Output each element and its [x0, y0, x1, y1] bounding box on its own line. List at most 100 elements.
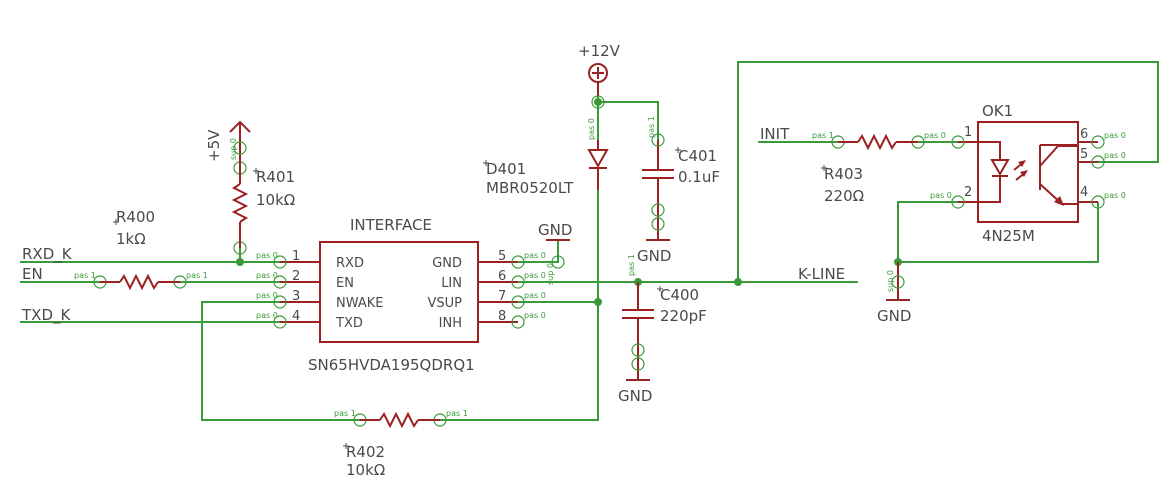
pin-tag: pas 0: [524, 251, 546, 260]
resistor-r401: R401 10kΩ: [231, 140, 295, 255]
ic-part-number: SN65HVDA195QDRQ1: [308, 356, 475, 374]
gnd-ok1-pin: [891, 275, 905, 289]
gnd-c401-label: GND: [637, 247, 671, 265]
d401-value: MBR0520LT: [486, 179, 574, 197]
junction-rxd: [236, 258, 244, 266]
net-labels: RXD_K EN TXD_K INIT K-LINE: [21, 125, 845, 325]
r401-zigzag: [231, 183, 249, 223]
pin-tag: pas 1: [446, 409, 468, 418]
pin-tag: pas 0: [1104, 131, 1126, 140]
ok1-pin-1-circle: [951, 135, 965, 149]
ic-pin-name-2: EN: [336, 276, 354, 291]
ok1-value: 4N25M: [982, 227, 1035, 245]
resistor-r400: R400 1kΩ: [93, 208, 187, 291]
pin-tag: pas 1: [186, 271, 208, 280]
v5-pin: [233, 141, 247, 155]
pin-tag: pas 1: [647, 116, 656, 138]
pin-tag: pas 0: [1104, 151, 1126, 160]
r403-value: 220Ω: [824, 187, 864, 205]
ic-pin-name-3: NWAKE: [336, 296, 384, 311]
c400-ref: C400: [660, 286, 699, 304]
ok1-ref: OK1: [982, 102, 1013, 120]
pin-tag: pas 0: [524, 291, 546, 300]
ok1-pin-num-5: 5: [1080, 147, 1088, 162]
ic-pin-num-6: 6: [498, 269, 506, 284]
ic-pin-6-circle: [511, 275, 525, 289]
pin-tag: pas 1: [812, 131, 834, 140]
junction-kline: [734, 278, 742, 286]
r402-zigzag: [379, 411, 419, 429]
pin-tag: pas 0: [1104, 191, 1126, 200]
diode-d401: D401 MBR0520LT: [486, 140, 609, 197]
r401-value: 10kΩ: [256, 191, 295, 209]
pin-tags: pas 1 pas 1 pas 0 pas 0 pas 0 pas 0 pas …: [74, 116, 1126, 418]
net-label-txd: TXD_K: [21, 306, 71, 325]
net-label-init: INIT: [760, 125, 790, 143]
v5-arrow-icon: [229, 120, 251, 133]
pin-tag: sup 0: [886, 270, 895, 292]
pin-tag: pas 1: [334, 409, 356, 418]
gnd-c400-label: GND: [618, 387, 652, 405]
ok1-pin-5-circle: [1091, 155, 1105, 169]
ic-body: [319, 241, 479, 343]
wire-r402-vsup: [440, 302, 599, 421]
optocoupler-ok1: OK1 4N25M 1 2 4 5 6: [951, 102, 1105, 245]
ok1-transistor-collector: [1039, 145, 1078, 167]
pin-tag: pas 0: [924, 131, 946, 140]
r400-value: 1kΩ: [116, 230, 146, 248]
ok1-pin-6-circle: [1091, 135, 1105, 149]
net-label-en: EN: [22, 265, 43, 283]
capacitor-c400: C400 220pF: [622, 282, 707, 380]
ok1-pin-num-1: 1: [964, 125, 972, 140]
pin-tag: pas 0: [930, 191, 952, 200]
ground-c401: GND: [637, 239, 671, 265]
wire-ok1-pin2: [897, 201, 958, 300]
ic-pin-num-8: 8: [498, 309, 506, 324]
gnd-ok1-label: GND: [877, 307, 911, 325]
ic-pin-name-1: RXD: [336, 256, 364, 271]
ref-marks: [113, 147, 827, 449]
ic-pin-name-6: LIN: [441, 276, 462, 291]
c401-ref: C401: [678, 147, 717, 165]
ic-pin-num-3: 3: [292, 289, 300, 304]
ok1-pin-4-circle: [1091, 195, 1105, 209]
pin-tag: pas 0: [256, 311, 278, 320]
pin-tag: pas 0: [256, 271, 278, 280]
ic-pin-2-circle: [273, 275, 287, 289]
ok1-led-icon: [990, 159, 1010, 177]
ok1-pin-num-6: 6: [1080, 127, 1088, 142]
junction-vsup: [594, 298, 602, 306]
ground-ic: GND: [538, 221, 572, 269]
ok1-led-cathode: [978, 176, 1001, 203]
net-label-rxd: RXD_K: [22, 245, 73, 264]
ok1-pin-num-4: 4: [1080, 185, 1088, 200]
wire-12v-c401: [598, 101, 659, 140]
ok1-light-arrowhead-1: [1018, 160, 1026, 167]
r401-ref: R401: [256, 168, 295, 186]
v12-label: +12V: [578, 42, 621, 60]
ground-c400: GND: [618, 379, 652, 405]
capacitor-c401: C401 0.1uF: [642, 133, 720, 240]
ic-pin-num-2: 2: [292, 269, 300, 284]
ic-pin-1-circle: [273, 255, 287, 269]
wire-kline-ok1: [737, 61, 1159, 282]
c401-pin-2: [651, 203, 665, 217]
net-label-kline: K-LINE: [798, 265, 845, 283]
gnd-ic-label: GND: [538, 221, 572, 239]
ic-pin-3-circle: [273, 295, 287, 309]
ok1-pin-2-circle: [951, 195, 965, 209]
ok1-body: [977, 121, 1079, 223]
ic-pin-name-5: GND: [432, 256, 462, 271]
c401-pin-1: [651, 133, 665, 147]
pin-tag: sup 0: [229, 138, 238, 160]
gnd-ic-pin: [551, 255, 565, 269]
ic-pin-num-5: 5: [498, 249, 506, 264]
ok1-light-arrowhead-2: [1020, 170, 1028, 177]
wire-gnd-pin5: [518, 240, 559, 263]
ic-pin-8-circle: [511, 315, 525, 329]
v12-pin: [591, 95, 605, 109]
pin-tag: pas 1: [74, 271, 96, 280]
pin-tag: pas 0: [256, 291, 278, 300]
wire-ok1-pin4: [898, 202, 1099, 263]
